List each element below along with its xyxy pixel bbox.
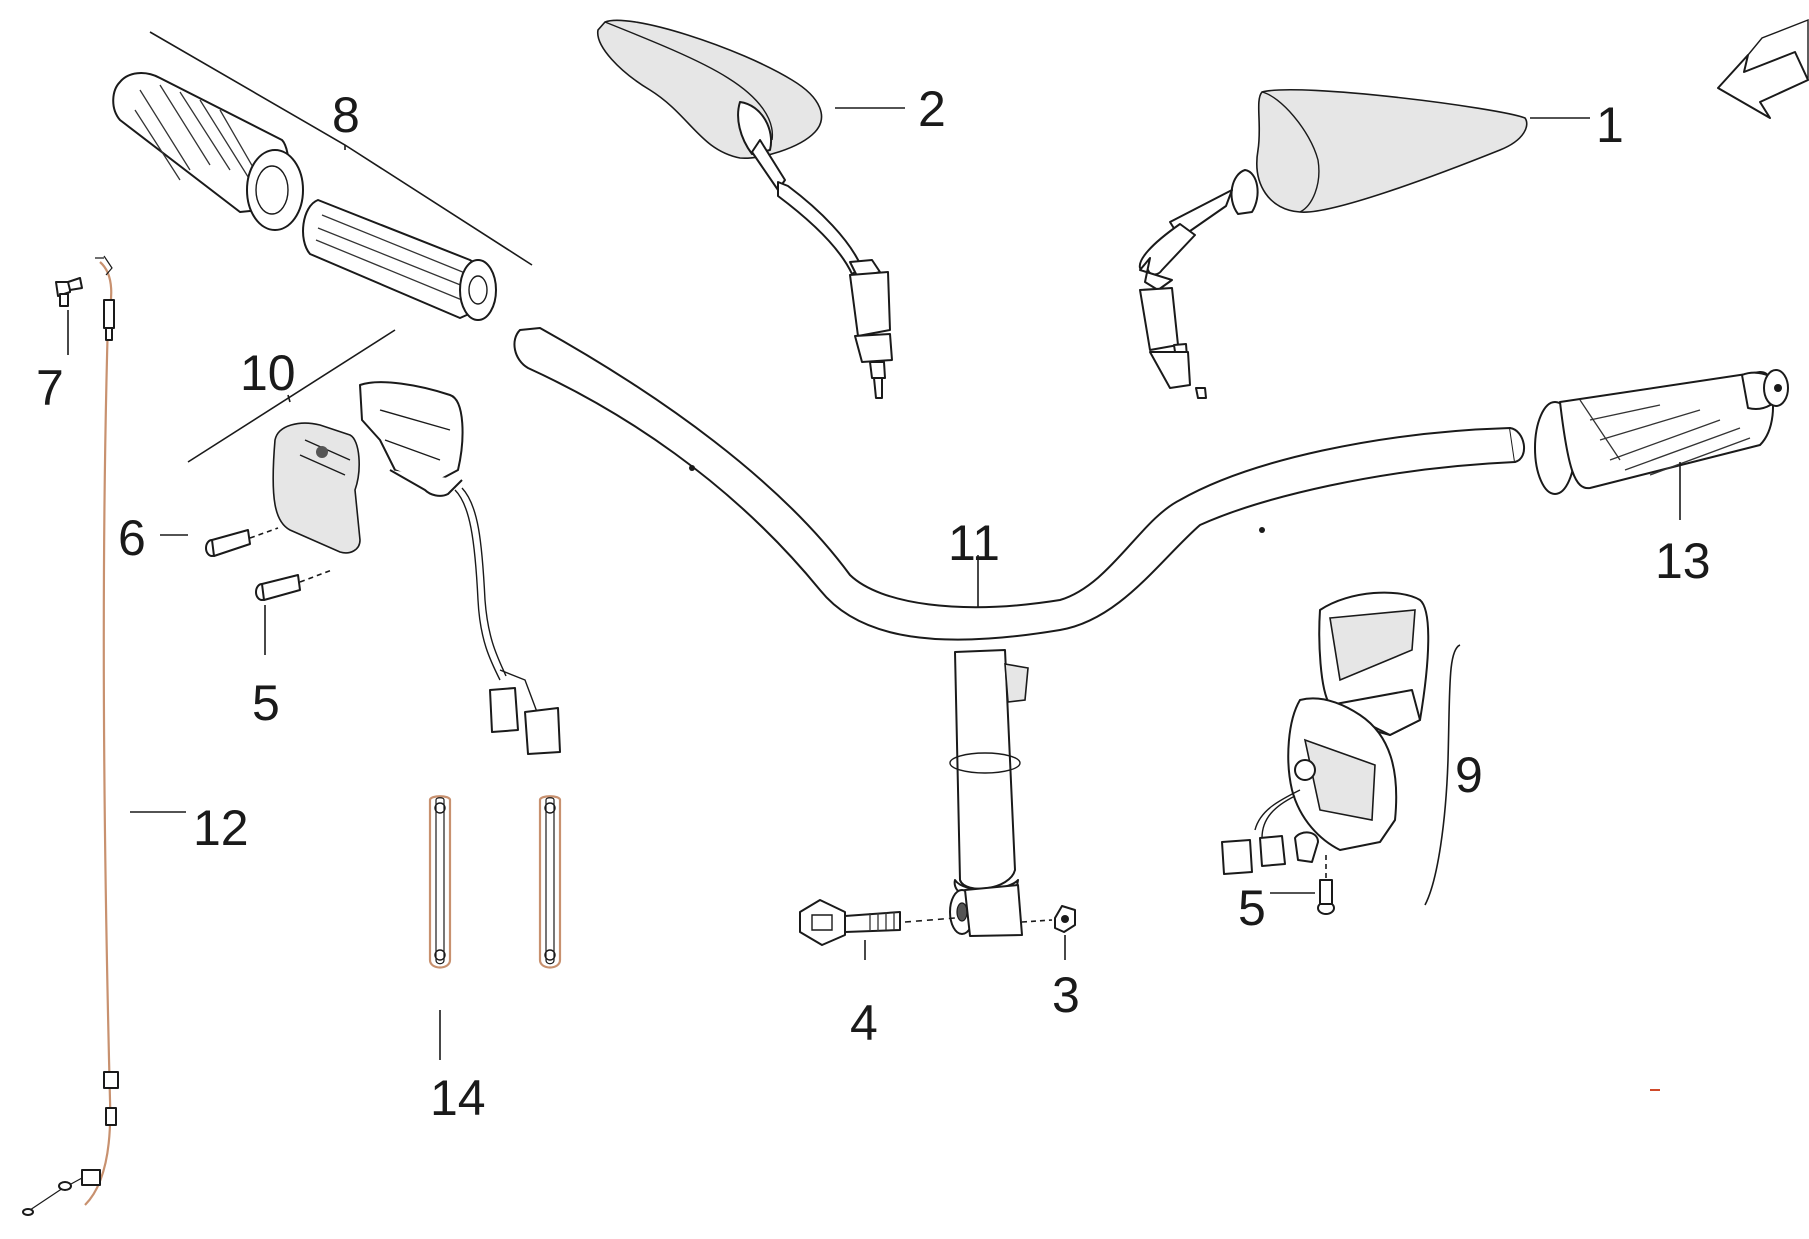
callout-12: 12 <box>193 800 249 856</box>
part-bolt-7 <box>55 277 83 307</box>
part-strap-a <box>428 795 452 969</box>
part-screw-5-right <box>1317 855 1335 915</box>
callout-5-right: 5 <box>1238 880 1266 936</box>
part-handlebar <box>513 327 1525 641</box>
part-mirror-right <box>1138 88 1528 399</box>
callout-9: 9 <box>1455 747 1483 803</box>
leader-lines <box>67 107 1681 1060</box>
callout-14: 14 <box>430 1070 486 1126</box>
direction-arrow-icon <box>1717 18 1809 119</box>
callout-6: 6 <box>118 510 146 566</box>
callout-8: 8 <box>332 87 360 143</box>
part-bolt <box>799 899 956 946</box>
part-switch-left <box>187 329 561 755</box>
part-mirror-left <box>597 19 893 399</box>
part-grip-right <box>1534 369 1789 495</box>
callout-4: 4 <box>850 995 878 1051</box>
part-nut <box>1021 905 1076 933</box>
part-grip-left-set <box>112 31 533 321</box>
part-switch-right <box>1221 591 1430 875</box>
callout-3: 3 <box>1052 967 1080 1023</box>
callout-5-left: 5 <box>252 675 280 731</box>
part-throttle-cable <box>22 255 119 1216</box>
part-handlebar-stem <box>949 649 1029 937</box>
callout-10: 10 <box>240 345 296 401</box>
callout-2: 2 <box>918 81 946 137</box>
part-screw-6 <box>205 527 279 557</box>
part-strap-b <box>538 795 562 969</box>
callout-1: 1 <box>1596 97 1624 153</box>
callout-13: 13 <box>1655 533 1711 589</box>
callout-11: 11 <box>948 515 1000 571</box>
callout-7: 7 <box>36 360 64 416</box>
part-screw-5-left <box>255 569 333 601</box>
